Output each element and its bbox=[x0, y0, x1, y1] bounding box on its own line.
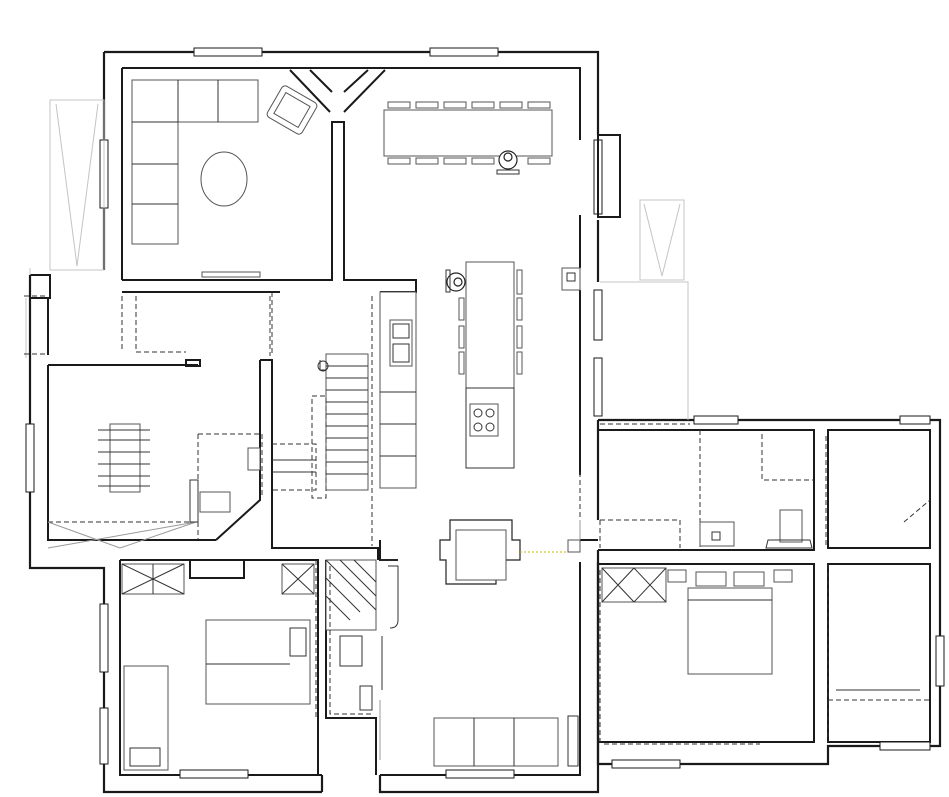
exterior-projections bbox=[25, 99, 689, 420]
window-north-dining bbox=[429, 47, 499, 57]
study-room bbox=[47, 423, 261, 549]
window-south-lounge bbox=[445, 769, 515, 779]
coffee-table bbox=[200, 151, 248, 207]
console-shelf bbox=[201, 271, 261, 278]
person-icon-kitchen bbox=[445, 269, 466, 293]
window-south-wing-2 bbox=[879, 741, 931, 751]
interior-walls bbox=[48, 69, 598, 775]
windows bbox=[25, 47, 945, 779]
sink-icon bbox=[389, 319, 413, 367]
central-lobby bbox=[433, 519, 581, 767]
chair bbox=[199, 491, 231, 513]
kitchen-island bbox=[445, 261, 581, 469]
l-shaped-sofa bbox=[131, 79, 259, 245]
window-box-east bbox=[597, 134, 621, 218]
double-bed bbox=[205, 619, 311, 705]
window-north-living bbox=[193, 47, 263, 57]
dining-table bbox=[383, 109, 553, 157]
staircase bbox=[272, 353, 399, 631]
window-north-wing bbox=[693, 415, 739, 425]
right-wing-rooms bbox=[579, 509, 920, 691]
cooktop bbox=[469, 403, 499, 437]
living-room bbox=[131, 79, 318, 278]
window-west-bedroom-1 bbox=[99, 603, 109, 673]
armchair bbox=[266, 85, 318, 135]
sofa-bottom bbox=[433, 717, 559, 767]
window-east-wing bbox=[935, 635, 945, 687]
window-east-kitchen-2 bbox=[593, 357, 603, 417]
dining-area bbox=[383, 101, 553, 175]
window-south-bedroom bbox=[179, 769, 249, 779]
wc-right bbox=[779, 509, 803, 543]
window-east-kitchen bbox=[593, 289, 603, 341]
bedroom-left bbox=[121, 563, 383, 771]
bar-stools bbox=[458, 269, 523, 375]
wardrobe-right bbox=[601, 567, 667, 603]
wall-niche bbox=[561, 267, 581, 291]
window-west-study bbox=[25, 423, 35, 493]
kitchen-counter bbox=[379, 291, 417, 489]
sink-right bbox=[699, 521, 735, 547]
person-icon bbox=[496, 150, 520, 175]
dining-chairs bbox=[387, 101, 551, 165]
window-west-bedroom-2 bbox=[99, 707, 109, 765]
window-south-wing bbox=[611, 759, 681, 769]
single-bed bbox=[123, 665, 169, 771]
double-bed-right bbox=[687, 587, 773, 675]
window-north-wing-2 bbox=[899, 415, 931, 425]
wc-icon bbox=[359, 685, 373, 711]
foosball-table bbox=[98, 423, 150, 493]
sink-small bbox=[247, 447, 261, 471]
